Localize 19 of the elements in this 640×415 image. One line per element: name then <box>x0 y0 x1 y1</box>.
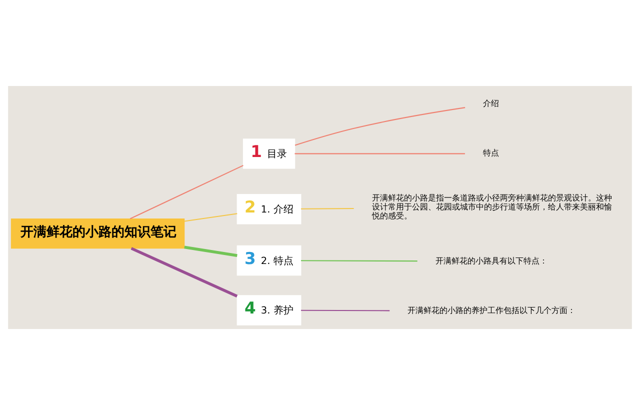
connector <box>300 260 418 262</box>
node-text: 开满鲜花的小路具有以下特点： <box>435 255 548 266</box>
node-box: 开满鲜花的小路的知识笔记 <box>10 218 185 249</box>
node-text: 特点 <box>483 148 500 158</box>
connector <box>184 213 238 222</box>
connector <box>294 153 465 154</box>
node-box: 3 2. 特点 <box>236 245 302 276</box>
node-box: 4 3. 养护 <box>236 295 302 326</box>
connector <box>294 107 466 146</box>
connector <box>130 247 238 298</box>
node-box: 2 1. 介绍 <box>236 194 302 224</box>
node-box: 1 目录 <box>242 138 296 169</box>
connector <box>184 246 238 257</box>
node-text: 开满鲜花的小路的养护工作包括以下几个方面： <box>408 305 576 316</box>
node-text: 开满鲜花的小路是指一条道路或小径两旁种满鲜花的景观设计。这种设计常用于公园、花园或城市中的步行道等场所，给人带来美丽和愉悦的感受。 <box>372 192 612 221</box>
connector <box>300 310 390 312</box>
node-text: 介绍 <box>483 98 500 108</box>
connector <box>130 164 244 220</box>
connector <box>300 208 354 210</box>
